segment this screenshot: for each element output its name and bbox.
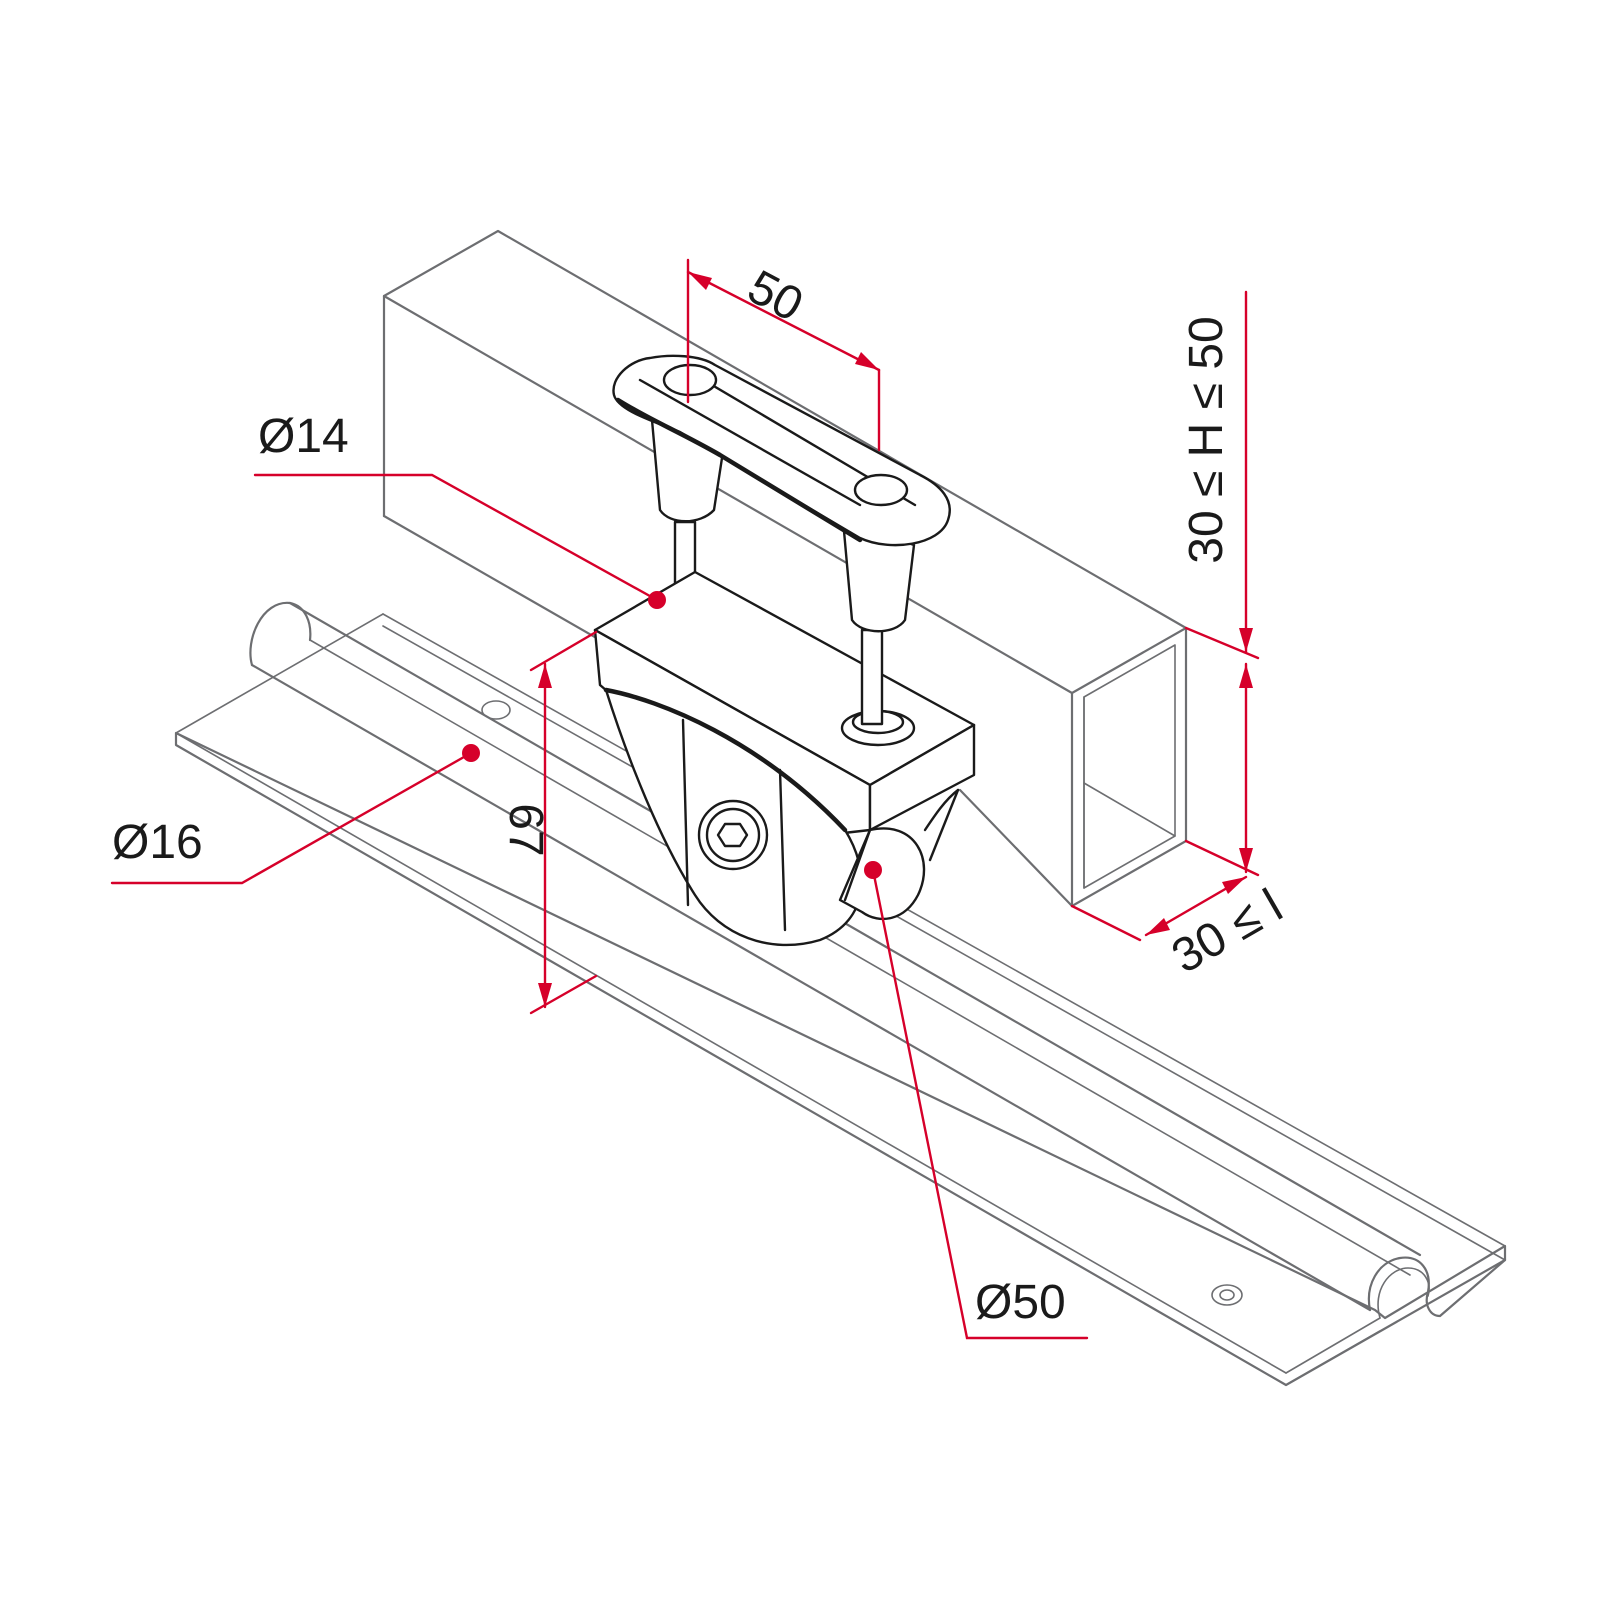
dimension-profile-width: 30 ≤ l — [1070, 875, 1291, 984]
dimension-bolt-diameter: Ø14 — [253, 410, 666, 609]
wheel-housing — [603, 687, 863, 947]
clamping-plate — [612, 354, 951, 547]
floor-guide-rail — [174, 601, 1507, 1387]
dimension-profile-height: 30 ≤ H ≤ 50 — [1180, 290, 1260, 877]
wheel-diameter-label: Ø50 — [975, 1276, 1066, 1329]
profile-height-label: 30 ≤ H ≤ 50 — [1180, 316, 1233, 563]
roller-wheel — [838, 788, 960, 921]
dimension-wheel-diameter: Ø50 — [864, 861, 1089, 1340]
dimension-rail-diameter: Ø16 — [110, 744, 480, 885]
rail-diameter-label: Ø16 — [112, 816, 203, 869]
guide-roller-assembly — [593, 354, 976, 947]
height-label: 67 — [499, 803, 552, 856]
profile-width-label: 30 ≤ l — [1163, 879, 1291, 983]
dimension-height: 67 — [499, 630, 598, 1015]
rectangular-gate-profile — [382, 229, 1188, 908]
front-bolt — [840, 628, 916, 747]
spacing-label: 50 — [739, 260, 811, 332]
bolt-diameter-label: Ø14 — [258, 410, 349, 463]
